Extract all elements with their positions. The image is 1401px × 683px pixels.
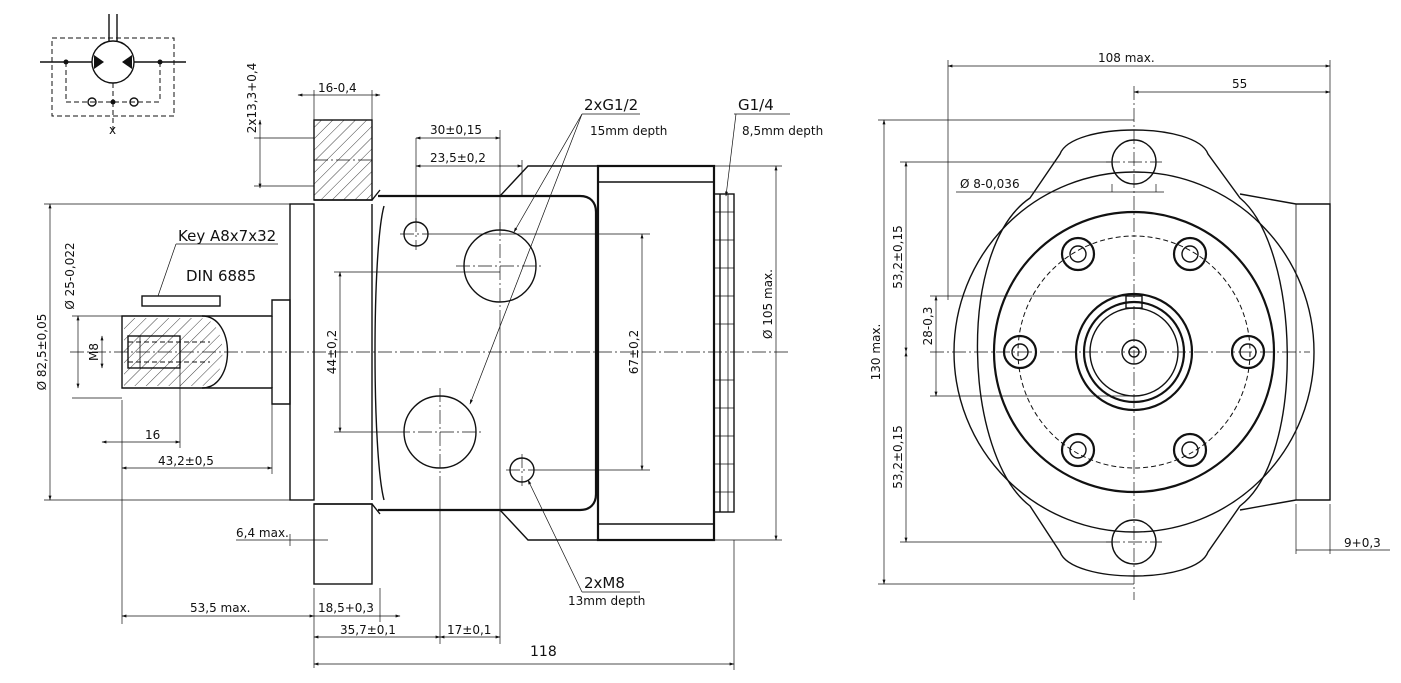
dim-flange-h: 2x13,3+0,4 [245, 63, 259, 134]
dim-9: 9+0,3 [1344, 536, 1381, 550]
dim-18-5: 18,5+0,3 [318, 601, 374, 615]
dim-118: 118 [530, 644, 557, 660]
dim-6-4: 6,4 max. [236, 526, 289, 540]
port-main-depth: 15mm depth [590, 124, 667, 138]
dim-flange-w: 16-0,4 [318, 81, 357, 95]
front-view: 108 max. 55 Ø 8-0,036 53,2±0,15 53,2±0,1… [869, 51, 1390, 600]
dim-17: 17±0,1 [447, 623, 491, 637]
dim-43: 43,2±0,5 [158, 454, 214, 468]
dim-30: 30±0,15 [430, 123, 482, 137]
dim-shaft-dia2: Ø 25-0,022 [63, 242, 77, 309]
key-standard: DIN 6885 [186, 267, 256, 285]
dim-53-5: 53,5 max. [190, 601, 251, 615]
dim-105: Ø 105 max. [761, 269, 775, 339]
hydraulic-symbol: x [40, 14, 186, 137]
front-bolts [1002, 236, 1266, 468]
dim-108: 108 max. [1098, 51, 1155, 65]
port-drain-depth: 8,5mm depth [742, 124, 823, 138]
key-label: Key A8x7x32 [178, 227, 276, 245]
port-drain-label: G1/4 [738, 96, 774, 114]
dim-53-2-lower: 53,2±0,15 [891, 425, 905, 489]
dim-130: 130 max. [869, 324, 883, 381]
dim-35-7: 35,7±0,1 [340, 623, 396, 637]
port-m8-label: 2xM8 [584, 574, 625, 592]
dim-53-2-upper: 53,2±0,15 [891, 225, 905, 289]
port-m8-depth: 13mm depth [568, 594, 645, 608]
dim-23-5: 23,5±0,2 [430, 151, 486, 165]
dim-shaft-dia: Ø 82,5±0,05 [35, 314, 49, 391]
dim-hole: Ø 8-0,036 [960, 177, 1020, 191]
dim-44: 44±0,2 [325, 330, 339, 374]
dim-thread: M8 [87, 343, 101, 361]
dim-16: 16 [145, 428, 160, 442]
side-view: Ø 82,5±0,05 Ø 25-0,022 M8 Key A8x7x32 DI… [35, 63, 823, 670]
dim-55: 55 [1232, 77, 1247, 91]
end-cap-bolts [713, 193, 735, 513]
port-main-label: 2xG1/2 [584, 96, 638, 114]
svg-text:x: x [109, 123, 116, 137]
dim-67: 67±0,2 [627, 330, 641, 374]
dim-28: 28-0,3 [921, 307, 935, 346]
